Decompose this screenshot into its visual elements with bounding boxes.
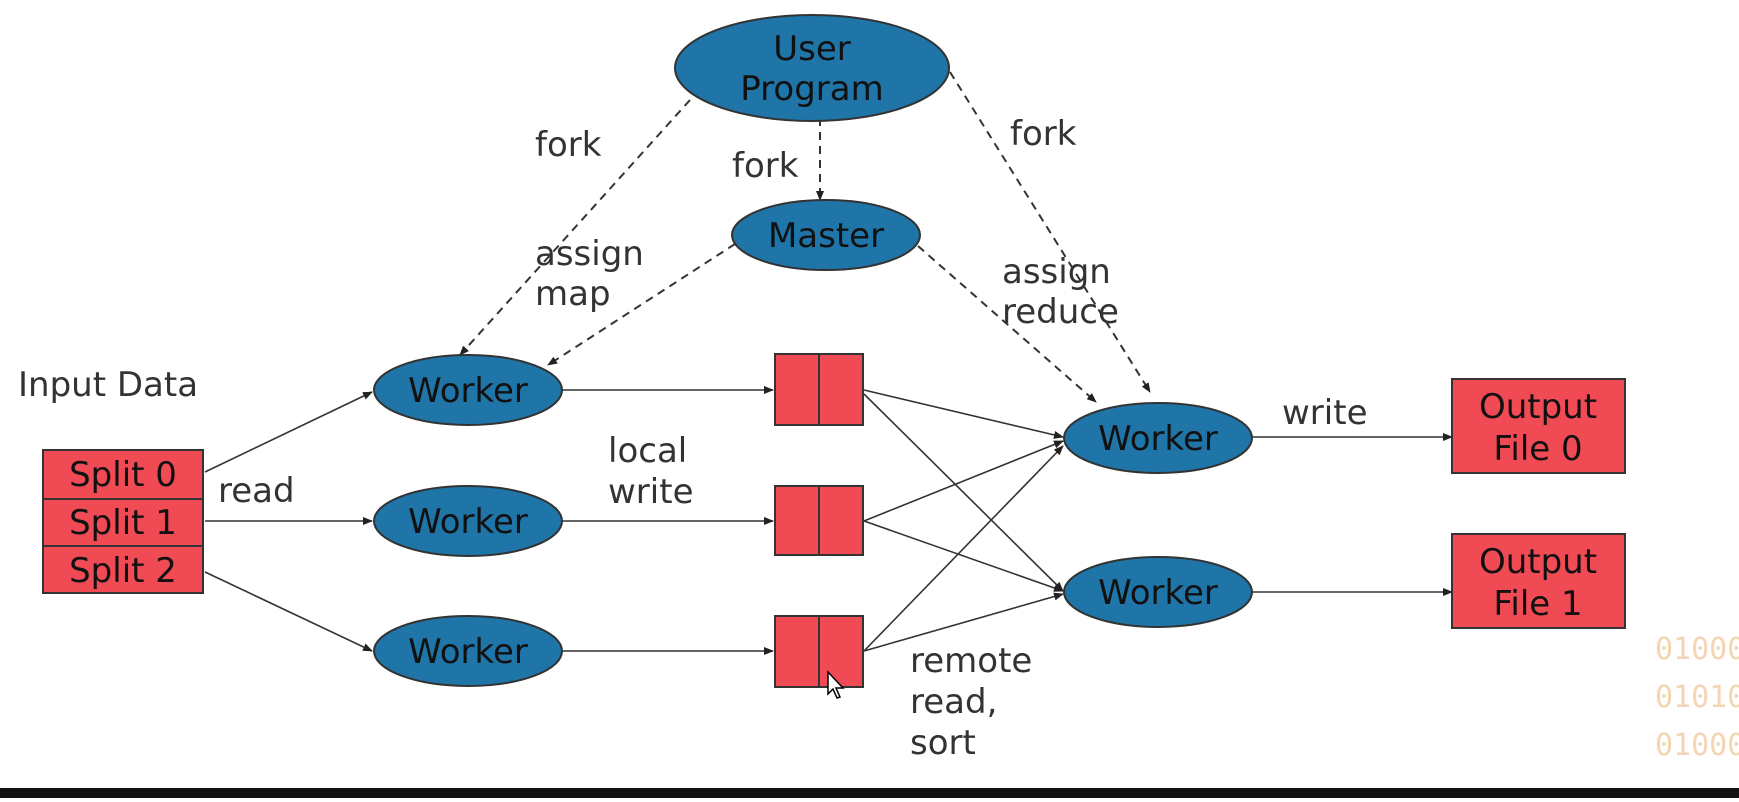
edge-inter2-reduce1: [863, 440, 1064, 522]
watermark-line-1: 01000: [1655, 632, 1739, 667]
label-remote-read-sort-2: read,: [910, 682, 997, 722]
map-worker-3: Worker: [373, 615, 563, 687]
label-write: write: [1282, 393, 1367, 433]
map-worker-2: Worker: [373, 485, 563, 557]
label-local-write-1: local: [608, 431, 687, 471]
edge-inter1-reduce2: [863, 393, 1064, 592]
label-read: read: [218, 471, 295, 511]
output-file-1-line2: File 1: [1493, 584, 1582, 624]
label-fork-right: fork: [1010, 114, 1077, 154]
edge-labels: fork fork fork assign map assign reduce …: [18, 114, 1367, 763]
split-0-label: Split 0: [69, 455, 177, 495]
intermediate-file-3: [774, 615, 864, 688]
edge-fork-reduce: [949, 71, 1151, 393]
mouse-cursor-icon: [827, 670, 845, 699]
input-data-title: Input Data: [18, 365, 198, 405]
label-assign-map-1: assign: [535, 234, 644, 274]
reduce-worker-2: Worker: [1063, 556, 1253, 628]
label-fork-left: fork: [535, 125, 602, 165]
map-worker-1: Worker: [373, 354, 563, 426]
label-assign-reduce-1: assign: [1002, 252, 1111, 292]
master-label: Master: [768, 216, 884, 256]
split-1-label: Split 1: [69, 503, 177, 543]
label-fork-center: fork: [732, 146, 799, 186]
reduce-worker-1-label: Worker: [1098, 419, 1218, 459]
intermediate-files: [774, 353, 864, 688]
output-file-1: Output File 1: [1451, 533, 1626, 629]
map-worker-2-label: Worker: [408, 502, 528, 542]
reduce-worker-2-label: Worker: [1098, 573, 1218, 613]
output-file-0: Output File 0: [1451, 378, 1626, 474]
edge-inter3-reduce2: [863, 592, 1064, 652]
user-program-label-line2: Program: [740, 69, 883, 109]
edge-assign-reduce: [917, 245, 1097, 403]
data-edges: [204, 386, 1453, 655]
master-node: Master: [731, 199, 921, 271]
control-edges: [459, 71, 1151, 403]
edge-split2-worker3: [204, 571, 373, 652]
input-splits: Split 0 Split 1 Split 2: [42, 449, 204, 594]
label-remote-read-sort-1: remote: [910, 641, 1032, 681]
label-assign-reduce-2: reduce: [1002, 292, 1119, 332]
user-program-node: User Program: [674, 14, 950, 122]
edge-inter3-reduce1: [863, 445, 1064, 652]
intermediate-file-2: [774, 485, 864, 556]
user-program-label-line1: User: [773, 29, 851, 69]
map-worker-1-label: Worker: [408, 371, 528, 411]
label-assign-map-2: map: [535, 274, 611, 314]
edge-assign-map: [547, 243, 736, 366]
output-file-0-line2: File 0: [1493, 429, 1582, 469]
map-worker-3-label: Worker: [408, 632, 528, 672]
intermediate-file-1: [774, 353, 864, 426]
watermark-line-3: 01000: [1655, 728, 1739, 763]
label-remote-read-sort-3: sort: [910, 723, 976, 763]
edge-inter1-reduce1: [863, 389, 1064, 439]
watermark-line-2: 01010: [1655, 680, 1739, 715]
split-2-label: Split 2: [69, 551, 177, 591]
output-file-0-line1: Output: [1479, 387, 1597, 427]
output-file-1-line1: Output: [1479, 542, 1597, 582]
reduce-worker-1: Worker: [1063, 402, 1253, 474]
edge-fork-map: [459, 99, 691, 356]
edge-split0-worker1: [204, 391, 373, 473]
bottom-bar: [0, 788, 1739, 798]
label-local-write-2: write: [608, 472, 693, 512]
edge-inter2-reduce2: [863, 520, 1064, 592]
